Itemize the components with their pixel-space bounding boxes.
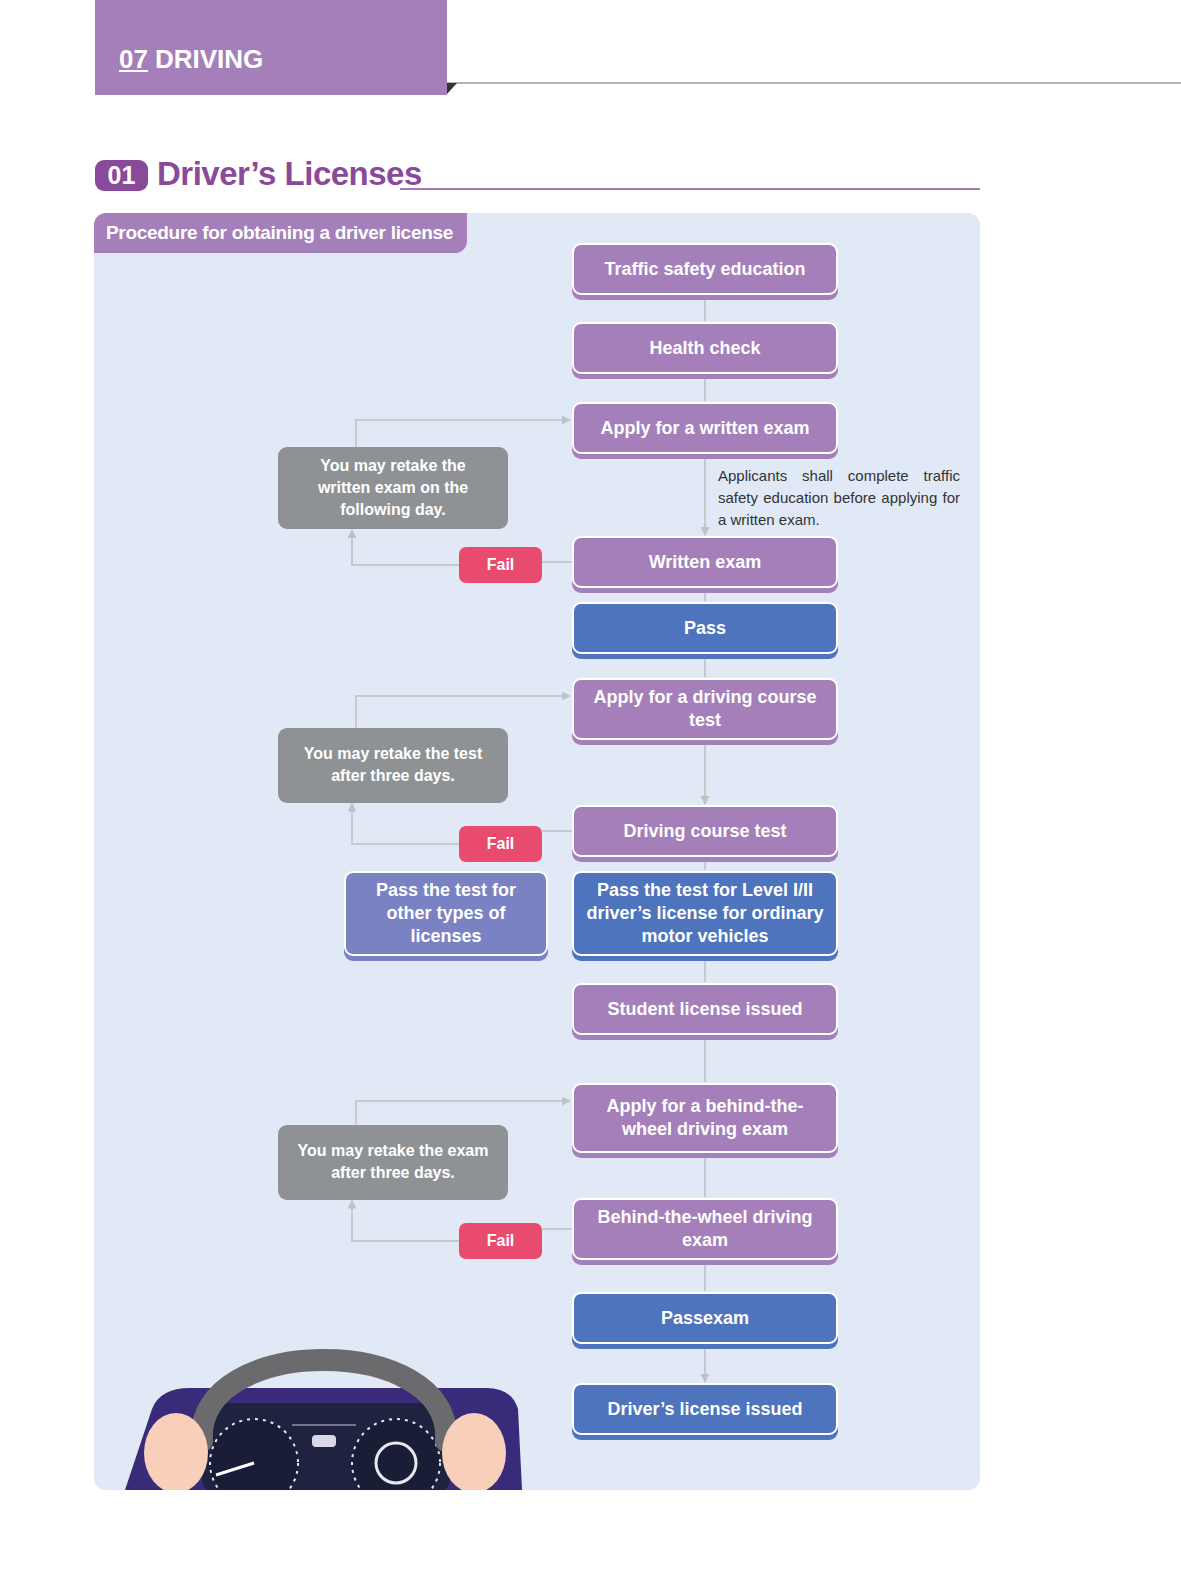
connector [356, 696, 570, 728]
connector [542, 1228, 572, 1230]
connector [704, 295, 706, 321]
process-box: Apply for a behind-the-wheel driving exa… [572, 1083, 838, 1153]
note-text: Applicants shall complete traffic safety… [718, 465, 960, 531]
connector [704, 454, 706, 535]
retake-note-box: You may retake the written exam on the f… [278, 447, 508, 529]
tacho-gauge [352, 1419, 440, 1490]
box-text: Health check [649, 337, 760, 360]
badge-text: 01 [108, 161, 136, 190]
box-text: Behind-the-wheel driving exam [586, 1206, 824, 1252]
connector [704, 956, 706, 983]
connector [704, 654, 706, 677]
process-box: Behind-the-wheel driving exam [572, 1198, 838, 1260]
box-text: Apply for a written exam [600, 417, 809, 440]
process-box: Passexam [572, 1292, 838, 1344]
connector [704, 857, 706, 870]
process-box: Student license issued [572, 983, 838, 1035]
section-name: DRIVING [155, 44, 263, 74]
connector [542, 830, 572, 832]
process-box: Pass [572, 602, 838, 654]
process-box: Traffic safety education [572, 243, 838, 295]
connector [704, 1153, 706, 1197]
box-text: Passexam [661, 1307, 749, 1330]
process-box: Health check [572, 322, 838, 374]
fail-tag: Fail [459, 1223, 542, 1259]
connector [356, 1101, 570, 1125]
process-box: Pass the test for other types of license… [344, 871, 548, 956]
tacho-inner [376, 1443, 416, 1483]
box-text: Pass [684, 617, 726, 640]
title-underline [400, 188, 980, 190]
retake-note-box: You may retake the test after three days… [278, 728, 508, 803]
box-text: Student license issued [607, 998, 802, 1021]
car-icon [312, 1435, 336, 1447]
process-box: Apply for a driving course test [572, 678, 838, 740]
right-hand [442, 1413, 506, 1490]
box-text: Fail [487, 556, 515, 574]
left-hand [144, 1413, 208, 1490]
steering-wheel [202, 1360, 446, 1441]
box-text: Pass the test for other types of license… [358, 879, 534, 948]
section-tab: 07DRIVING [95, 0, 447, 95]
fail-tag: Fail [459, 547, 542, 583]
tab-corner [447, 83, 457, 94]
panel-heading: Procedure for obtaining a driver license [94, 213, 467, 253]
process-box: Driver’s license issued [572, 1383, 838, 1435]
box-text: Driving course test [623, 820, 786, 843]
connector [352, 804, 459, 845]
box-text: Apply for a behind-the-wheel driving exa… [586, 1095, 824, 1141]
screen-line [292, 1425, 356, 1426]
connector [704, 1035, 706, 1082]
box-text: Pass the test for Level I/II driver’s li… [586, 879, 824, 948]
fail-tag: Fail [459, 826, 542, 862]
connector [704, 1344, 706, 1382]
connector [704, 740, 706, 804]
box-text: Traffic safety education [604, 258, 805, 281]
section-number: 07 [119, 44, 148, 74]
connector [542, 561, 572, 563]
process-box: Apply for a written exam [572, 402, 838, 454]
gauge-needle [216, 1463, 254, 1475]
connector [704, 374, 706, 401]
procedure-panel: Procedure for obtaining a driver license… [94, 213, 980, 1490]
rule-line [447, 82, 1181, 84]
process-box: Driving course test [572, 805, 838, 857]
process-box: Written exam [572, 536, 838, 588]
number-badge: 01 [95, 160, 148, 191]
connector [352, 1201, 459, 1242]
retake-note-box: You may retake the exam after three days… [278, 1125, 508, 1200]
box-text: Written exam [649, 551, 762, 574]
box-text: You may retake the test after three days… [292, 743, 494, 787]
page-title: Driver’s Licenses [157, 155, 422, 193]
box-text: Fail [487, 1232, 515, 1250]
box-text: Fail [487, 835, 515, 853]
speed-gauge [210, 1419, 298, 1490]
connector [356, 420, 570, 447]
connector [352, 530, 459, 565]
connector [704, 1260, 706, 1291]
connector [704, 588, 706, 601]
box-text: You may retake the written exam on the f… [292, 455, 494, 521]
box-text: Driver’s license issued [607, 1398, 802, 1421]
process-box: Pass the test for Level I/II driver’s li… [572, 871, 838, 956]
box-text: You may retake the exam after three days… [292, 1140, 494, 1184]
box-text: Apply for a driving course test [586, 686, 824, 732]
